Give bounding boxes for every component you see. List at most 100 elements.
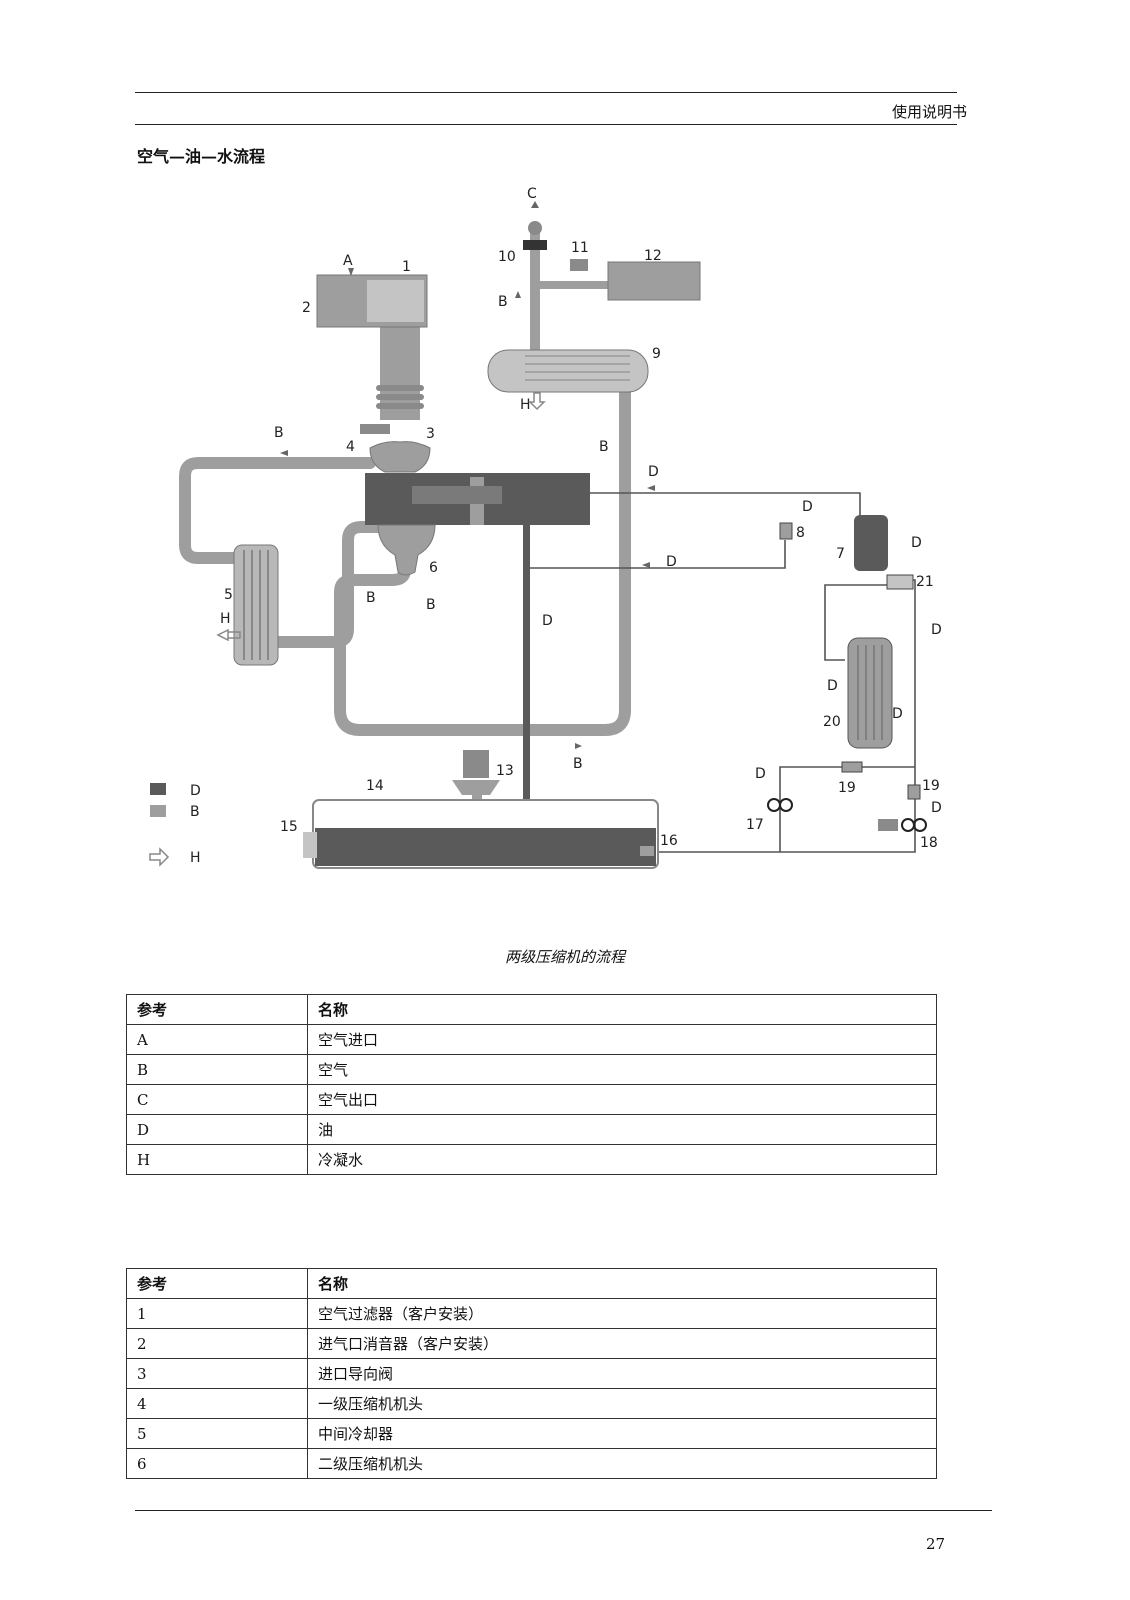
cell-ref: 2 — [126, 1328, 308, 1359]
cell-name: 油 — [307, 1114, 937, 1145]
flow-H-intercooler: H — [220, 611, 231, 627]
aftercooler — [487, 349, 649, 393]
air-receiver — [607, 261, 701, 301]
condensate-arrow-intercooler — [216, 628, 241, 642]
stage2-compressor-head — [377, 524, 436, 576]
legend-swatch-air — [150, 805, 166, 817]
vent-motor — [463, 750, 489, 778]
cell-name: 空气进口 — [307, 1024, 937, 1055]
label-17: 17 — [746, 817, 764, 833]
cell-name: 空气出口 — [307, 1084, 937, 1115]
cell-ref: 6 — [126, 1448, 308, 1479]
oil-line-17 — [779, 766, 915, 852]
legend-condensate-arrow-icon — [149, 847, 170, 867]
flow-B-stage1: B — [274, 425, 284, 441]
flow-H-aftercooler: H — [520, 397, 531, 413]
flow-D-17: D — [755, 766, 766, 782]
label-14: 14 — [366, 778, 384, 794]
label-6: 6 — [429, 560, 438, 576]
cell-name: 二级压缩机机头 — [307, 1448, 937, 1479]
cell-name: 冷凝水 — [307, 1144, 937, 1175]
header-name: 名称 — [307, 1268, 937, 1299]
flow-D-20: D — [892, 706, 903, 722]
label-21: 21 — [916, 574, 934, 590]
inlet-guide-vane — [360, 424, 390, 434]
flow-D-18: D — [931, 800, 942, 816]
vent-body — [452, 780, 500, 795]
oil-line-mid — [530, 540, 786, 569]
cell-ref: 3 — [126, 1358, 308, 1389]
flow-B-bottom: B — [573, 756, 583, 772]
label-20: 20 — [823, 714, 841, 730]
cell-ref: D — [126, 1114, 308, 1145]
flow-D-7: D — [911, 535, 922, 551]
air-filter-element — [367, 280, 424, 322]
stage1-compressor-head — [369, 441, 431, 473]
valve-19-top — [841, 761, 863, 773]
oil-valve-8 — [779, 522, 793, 540]
figure-caption: 两级压缩机的流程 — [504, 948, 625, 966]
cell-ref: 1 — [126, 1298, 308, 1329]
legend-label-B: B — [190, 804, 200, 820]
flow-B-down: B — [366, 590, 376, 606]
footer-rule — [135, 1510, 992, 1511]
outlet-valve — [523, 240, 547, 250]
table-header-row: 参考 名称 — [126, 994, 937, 1025]
valve-21 — [886, 574, 914, 590]
condensate-arrow-aftercooler — [528, 392, 546, 411]
flow-diagram: 1 2 3 4 5 6 7 8 9 10 11 12 13 14 15 16 1… — [149, 186, 942, 869]
valve-19-side — [907, 784, 921, 800]
header-name: 名称 — [307, 994, 937, 1025]
legend-swatch-oil — [150, 783, 166, 795]
flow-B-outlet: B — [498, 294, 508, 310]
label-19b: 19 — [922, 778, 940, 794]
flow-C: C — [527, 186, 537, 202]
label-8: 8 — [796, 525, 805, 541]
flow-D-top: D — [648, 464, 659, 480]
flow-arrows — [280, 201, 655, 749]
flow-A: A — [343, 253, 353, 269]
label-16: 16 — [660, 833, 678, 849]
label-3: 3 — [426, 426, 435, 442]
table-header-row: 参考 名称 — [126, 1268, 937, 1299]
label-5: 5 — [224, 587, 233, 603]
label-9: 9 — [652, 346, 661, 362]
cell-name: 空气 — [307, 1054, 937, 1085]
label-10: 10 — [498, 249, 516, 265]
cell-ref: H — [126, 1144, 308, 1175]
check-valve — [570, 259, 588, 271]
label-4: 4 — [346, 439, 355, 455]
page-number: 27 — [926, 1535, 946, 1553]
flow-D-8: D — [802, 499, 813, 515]
cell-name: 中间冷却器 — [307, 1418, 937, 1449]
legend-label-H: H — [190, 850, 201, 866]
cell-name: 一级压缩机机头 — [307, 1388, 937, 1419]
pump-18-motor — [878, 819, 898, 831]
legend: D B H — [149, 783, 201, 867]
bellows — [376, 385, 424, 409]
cell-name: 进气口消音器（客户安装） — [307, 1328, 937, 1359]
flow-B-up: B — [426, 597, 436, 613]
flow-labels: A C B H B B D D D D B B H D D D D B D D — [220, 186, 942, 816]
legend-label-D: D — [190, 783, 201, 799]
cell-ref: 4 — [126, 1388, 308, 1419]
label-7: 7 — [836, 546, 845, 562]
tank-heater-15 — [303, 832, 317, 858]
oil-line-top — [590, 492, 861, 515]
label-1: 1 — [402, 259, 411, 275]
label-11: 11 — [571, 240, 589, 256]
header-ref: 参考 — [126, 1268, 308, 1299]
air-pipe-stage2-to-aftercooler — [334, 379, 631, 736]
tank-port-16 — [640, 846, 654, 856]
